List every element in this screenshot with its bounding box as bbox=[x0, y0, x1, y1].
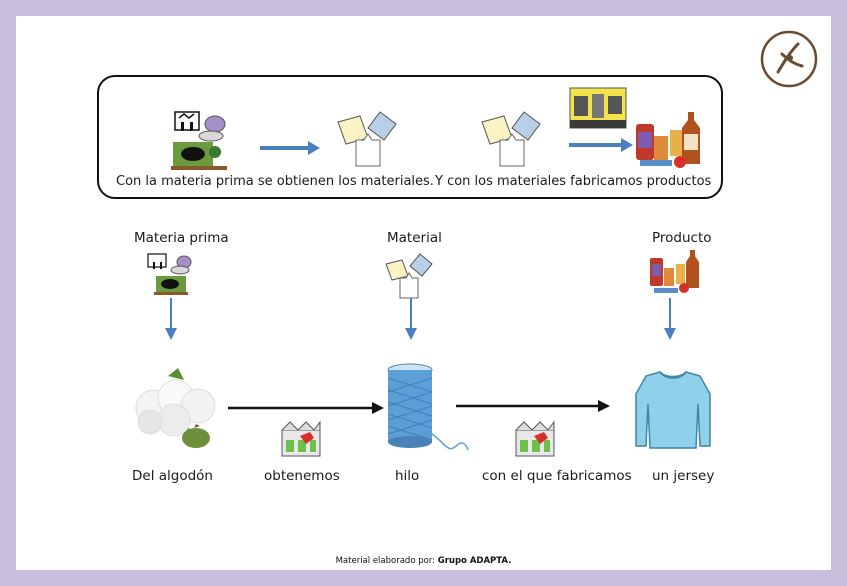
materials-icon bbox=[481, 111, 541, 167]
product-small-icon bbox=[650, 250, 699, 293]
factory-icon-2 bbox=[515, 420, 555, 457]
raw-materials-small-icon bbox=[147, 253, 192, 295]
flow-label-sweater: un jersey bbox=[652, 468, 715, 484]
footer-prefix: Material elaborado por: bbox=[335, 556, 436, 566]
panel-arrow-1 bbox=[260, 141, 320, 155]
down-arrow-product bbox=[664, 298, 676, 340]
products-icon bbox=[636, 112, 700, 168]
panel-left-caption: Con la materia prima se obtienen los mat… bbox=[116, 174, 434, 189]
cotton-icon bbox=[135, 368, 216, 448]
flow-label-obtain: obtenemos bbox=[264, 468, 340, 484]
flow-label-manufacture: con el que fabricamos bbox=[482, 468, 632, 484]
raw-materials-icon bbox=[171, 111, 227, 170]
down-arrow-material bbox=[405, 298, 417, 340]
factory-icon-1 bbox=[281, 420, 321, 457]
material-small-icon bbox=[385, 253, 433, 299]
flow-arrow-2 bbox=[456, 400, 610, 412]
category-raw-material: Materia prima bbox=[134, 230, 229, 246]
footer: Material elaborado por: Grupo ADAPTA. bbox=[16, 556, 831, 566]
factory-machine-icon bbox=[569, 87, 627, 129]
category-material: Material bbox=[387, 230, 442, 246]
flow-label-thread: hilo bbox=[395, 468, 420, 484]
adapta-logo-icon bbox=[760, 30, 818, 88]
down-arrow-raw bbox=[165, 298, 177, 340]
thread-spool-icon bbox=[387, 363, 469, 451]
footer-author: Grupo ADAPTA. bbox=[437, 556, 512, 566]
panel-arrow-2 bbox=[569, 138, 633, 152]
sweater-icon bbox=[635, 371, 711, 449]
category-product: Producto bbox=[652, 230, 712, 246]
panel-right-caption: Y con los materiales fabricamos producto… bbox=[435, 174, 712, 189]
summary-panel bbox=[97, 75, 723, 199]
materials-icon bbox=[337, 111, 397, 167]
flow-arrow-1 bbox=[228, 402, 384, 414]
page: Con la materia prima se obtienen los mat… bbox=[16, 16, 831, 570]
flow-label-cotton: Del algodón bbox=[132, 468, 213, 484]
